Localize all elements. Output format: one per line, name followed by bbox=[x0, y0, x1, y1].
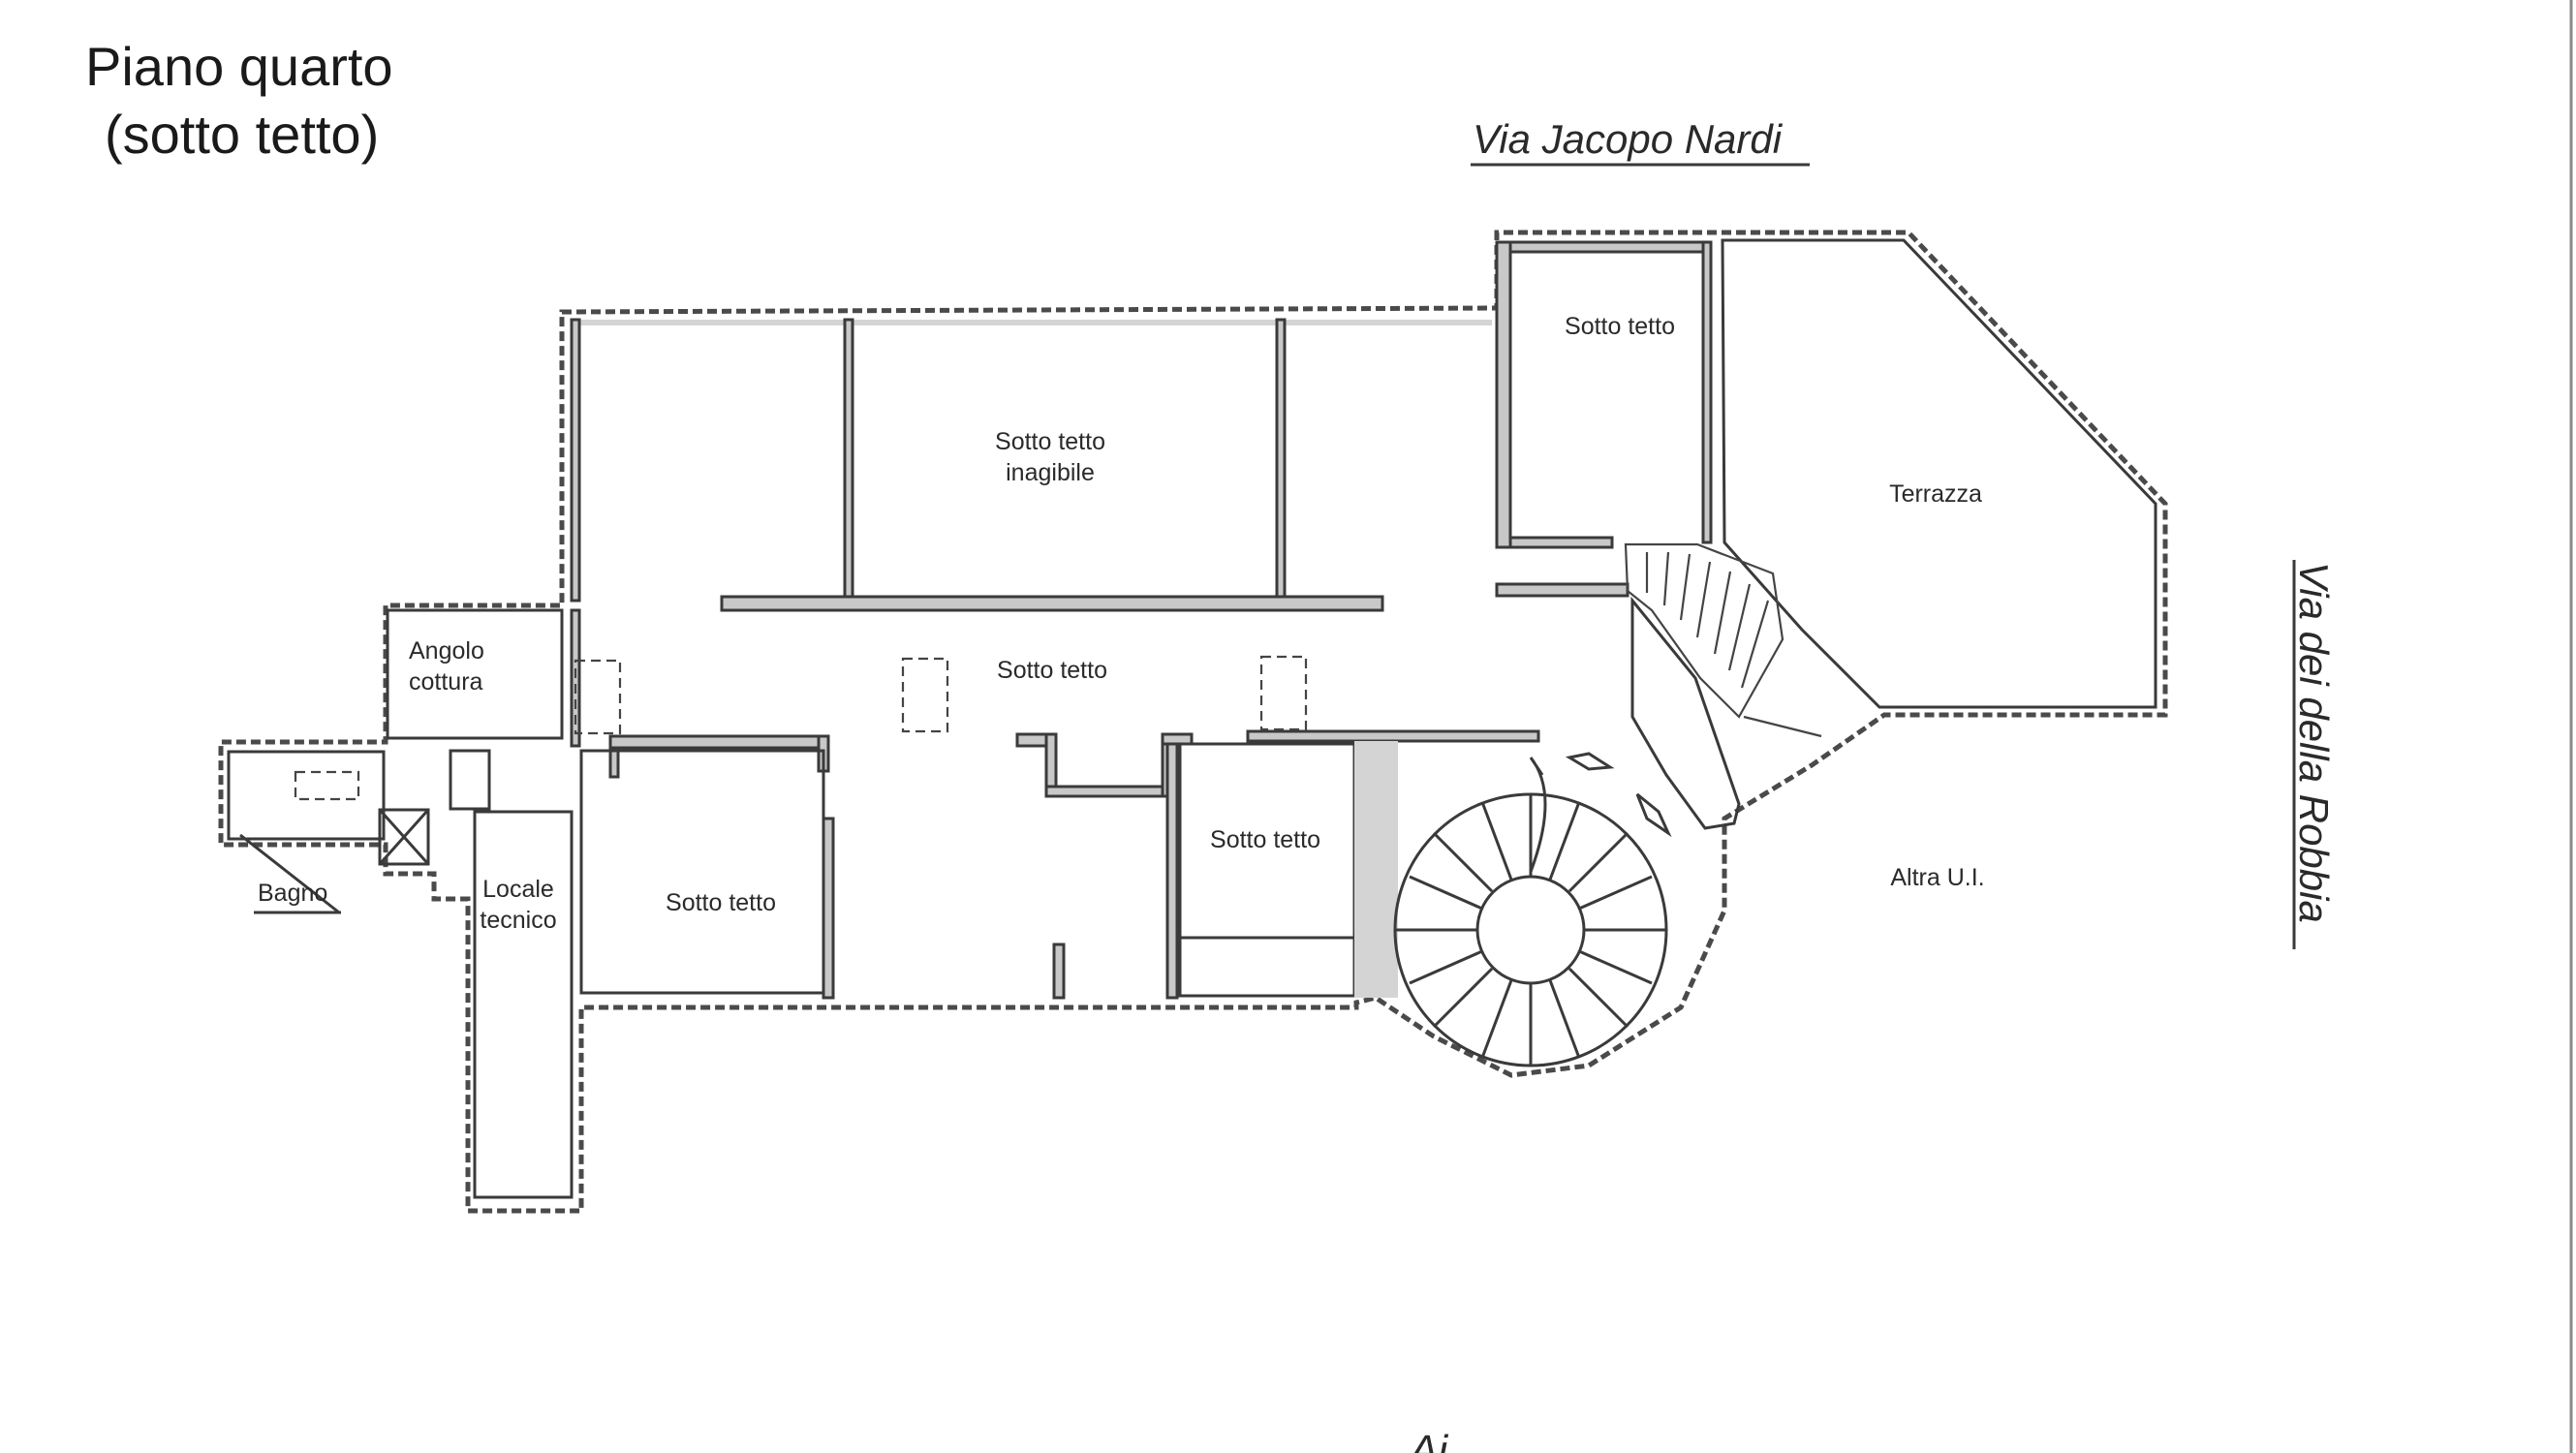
room-label-angolo-2: cottura bbox=[409, 668, 483, 696]
arrow-1 bbox=[1565, 752, 1615, 771]
room-label-locale-1: Locale bbox=[482, 876, 554, 903]
wall-central-horizontal bbox=[720, 595, 1384, 612]
skylight-1 bbox=[574, 659, 622, 735]
terrace-outline bbox=[1721, 238, 2157, 709]
exterior-outline bbox=[218, 230, 2168, 1214]
spiral-arrow bbox=[1529, 757, 1547, 873]
wall-bottom-mid-left bbox=[1165, 742, 1179, 1000]
locale-tecnico-door bbox=[449, 749, 491, 811]
room-label-top-right: Sotto tetto bbox=[1565, 313, 1675, 340]
bottom-mark: Ai bbox=[1407, 1427, 1448, 1453]
room-label-bottom-mid: Sotto tetto bbox=[1210, 826, 1320, 853]
wall-mid-vertical bbox=[1044, 732, 1058, 794]
street-east-label: Via dei della Robbia bbox=[2291, 562, 2337, 923]
skylight-3 bbox=[1259, 655, 1308, 731]
wall-top-right-block-top bbox=[1508, 240, 1711, 254]
shaft-box bbox=[378, 808, 430, 866]
street-north-label: Via Jacopo Nardi bbox=[1473, 116, 1784, 162]
room-label-corridor: Sotto tetto bbox=[997, 657, 1107, 684]
wall-top-right-block-right bbox=[1701, 240, 1713, 544]
wall-top-right-block-bottom bbox=[1508, 536, 1614, 549]
landing-outline bbox=[1630, 596, 1741, 830]
straight-stair-outline bbox=[1624, 542, 1785, 719]
wall-top-right-block-left bbox=[1495, 240, 1512, 549]
wall-door-jamb bbox=[608, 746, 620, 779]
bagno-room bbox=[227, 750, 386, 841]
wall-partition-1 bbox=[843, 318, 854, 599]
wall-partition-2 bbox=[1275, 318, 1287, 599]
room-label-angolo-1: Angolo bbox=[409, 637, 484, 665]
wall-left-upper bbox=[570, 318, 581, 603]
room-label-inagibile-2: inagibile bbox=[1006, 459, 1095, 486]
room-label-altra-ui: Altra U.I. bbox=[1890, 864, 1984, 891]
spiral-stair-core bbox=[1475, 875, 1586, 985]
arrow-2 bbox=[1635, 792, 1672, 838]
wall-mid-horizontal bbox=[1044, 785, 1166, 798]
shaded-column bbox=[1354, 741, 1398, 998]
room-label-bagno: Bagno bbox=[258, 880, 327, 907]
bagno-skylight bbox=[294, 770, 360, 801]
wall-right-horizontal bbox=[1246, 729, 1540, 743]
wall-bottom-mid-stub bbox=[1052, 943, 1066, 1000]
room-label-inagibile-1: Sotto tetto bbox=[995, 428, 1105, 455]
wall-top-band bbox=[572, 320, 1492, 325]
room-label-bottom-left: Sotto tetto bbox=[666, 889, 776, 916]
wall-bottom-left-right bbox=[822, 817, 835, 1000]
plan-title-line1: Piano quarto bbox=[85, 36, 393, 97]
angolo-cottura-room bbox=[386, 608, 564, 740]
room-label-terrazza: Terrazza bbox=[1889, 480, 1982, 508]
wall-stair-top bbox=[1495, 582, 1629, 598]
bagno-leader bbox=[239, 833, 340, 914]
wall-corridor-left bbox=[608, 734, 830, 750]
skylight-2 bbox=[901, 657, 949, 733]
room-label-locale-2: tecnico bbox=[480, 907, 556, 934]
locale-tecnico-room bbox=[473, 810, 574, 1199]
bottom-mid-closet bbox=[1178, 936, 1356, 998]
sotto-tetto-bottom-left-room bbox=[579, 749, 825, 995]
plan-title-line2: (sotto tetto) bbox=[105, 104, 379, 165]
shaft-cross-2 bbox=[378, 809, 430, 865]
